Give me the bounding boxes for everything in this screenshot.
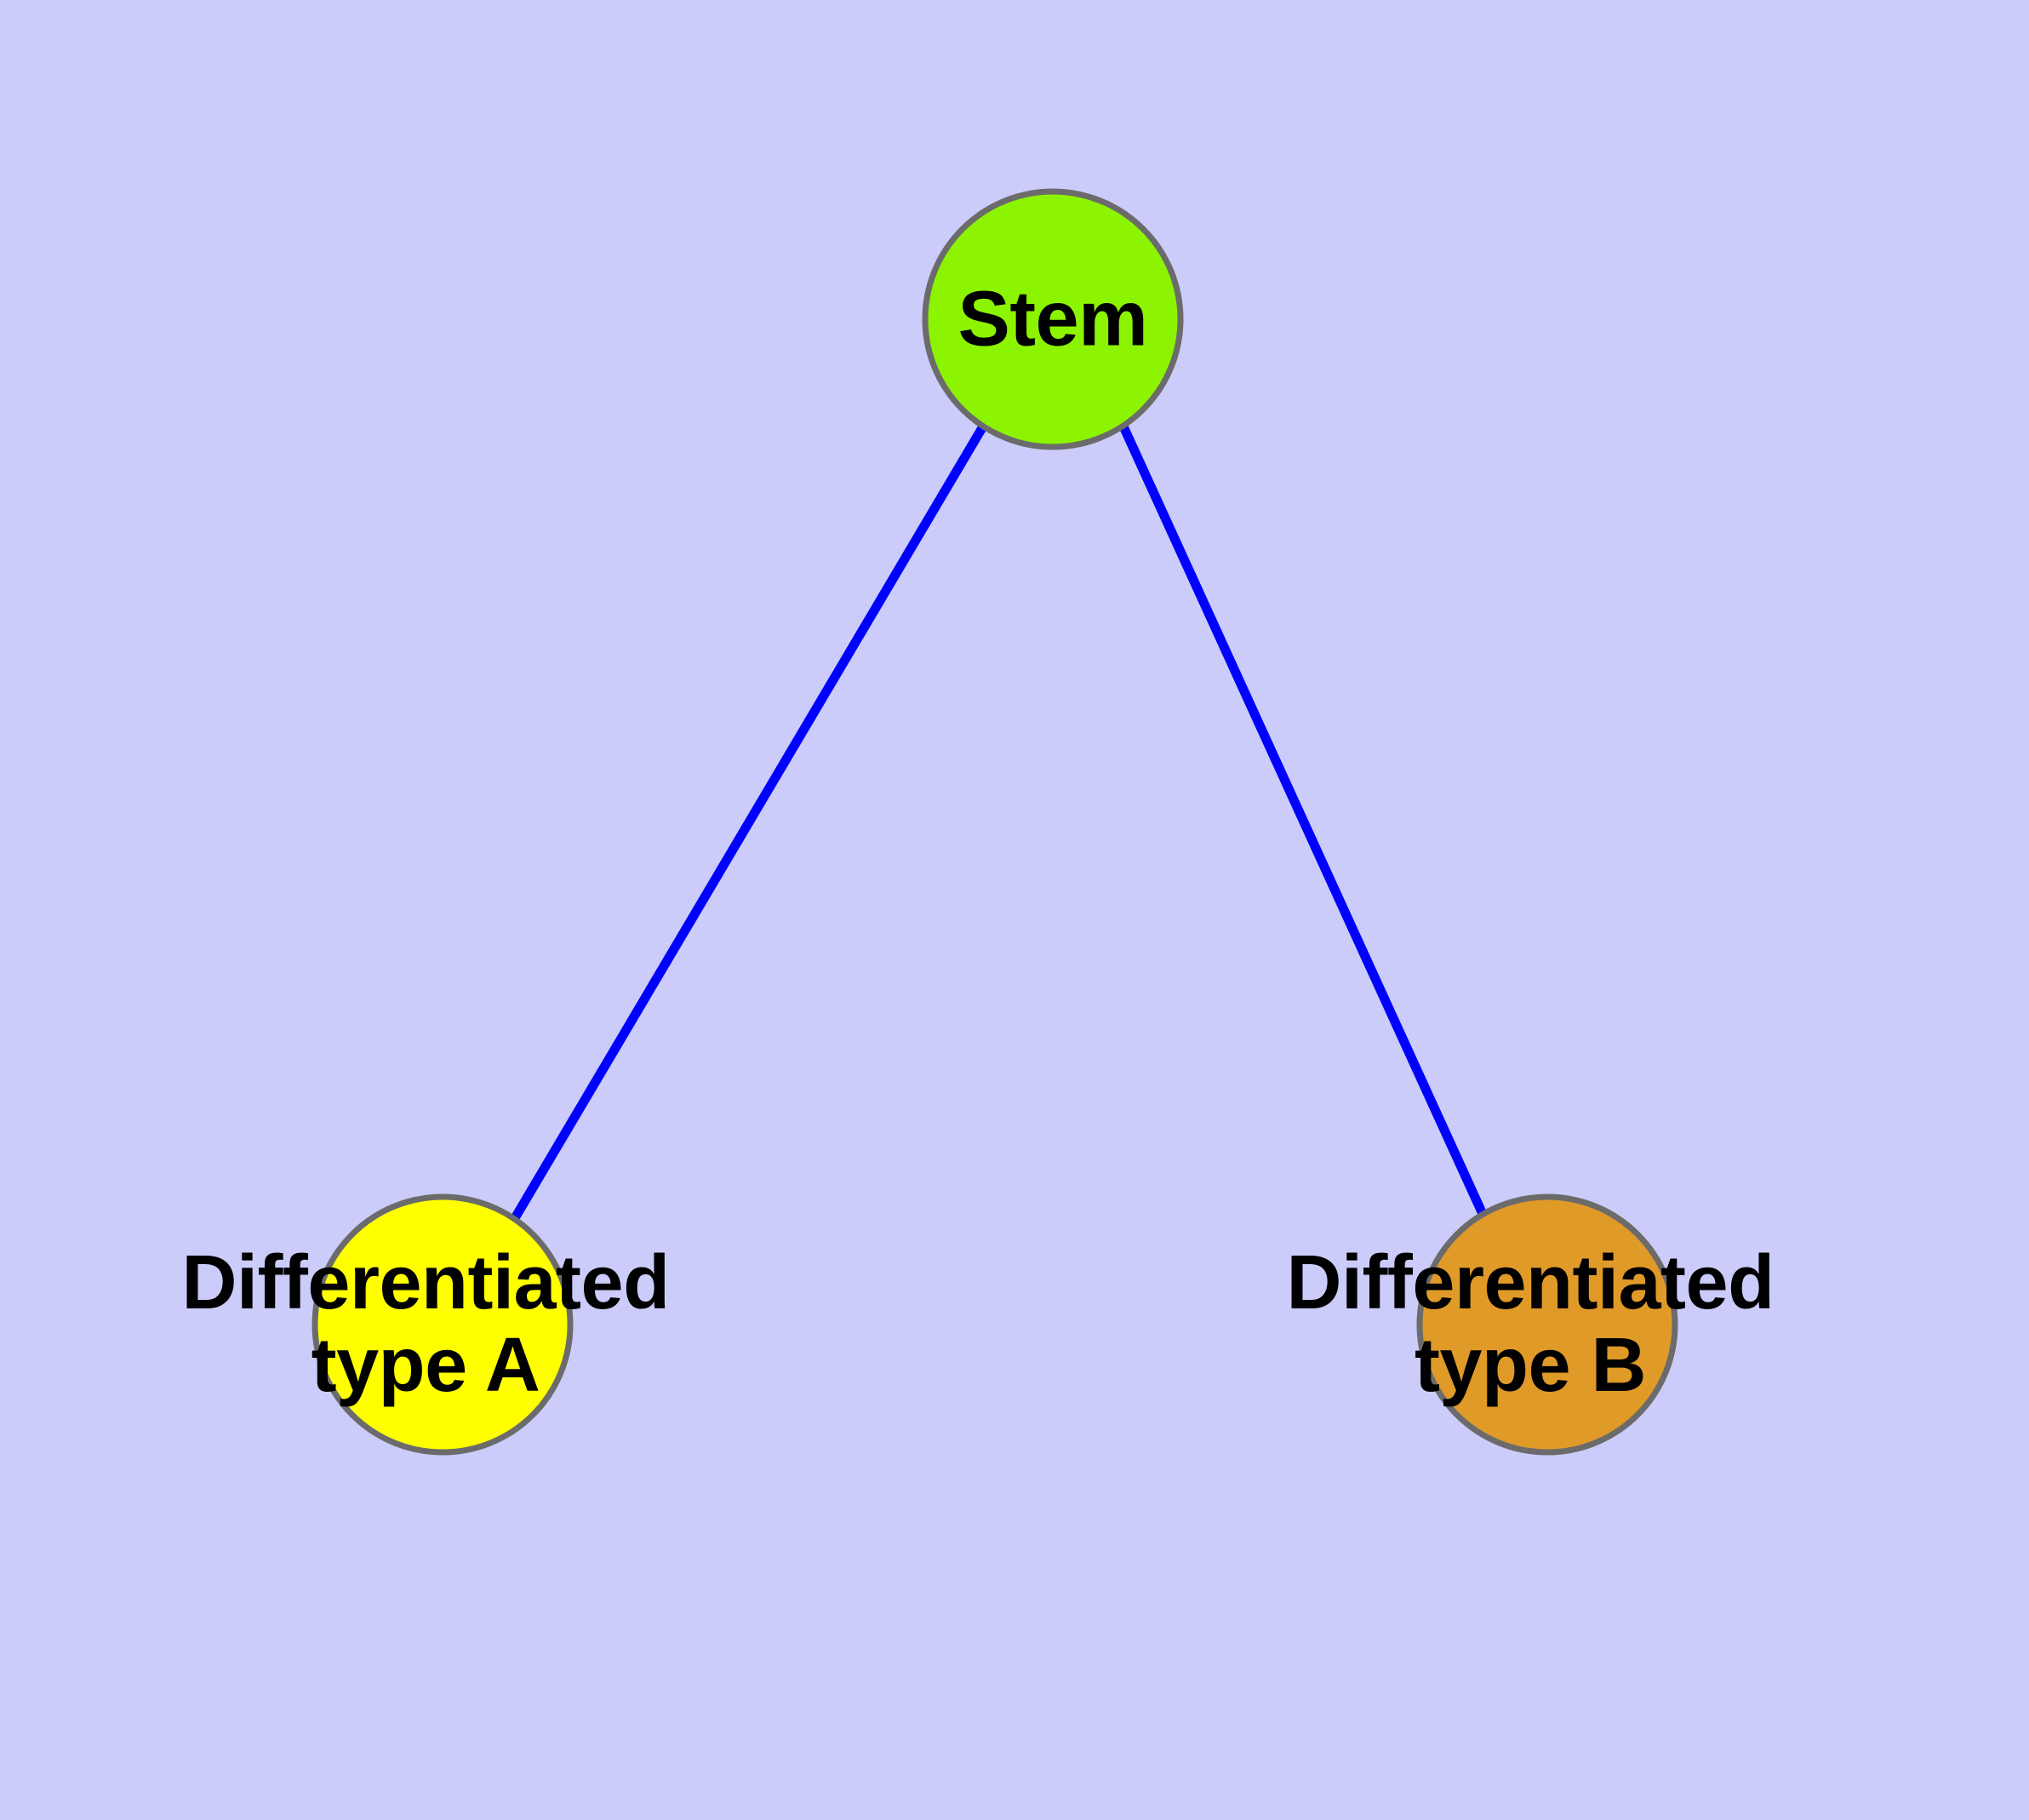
edge-stem-to-diff-a[interactable] [508,424,987,1225]
edge-stem-to-diff-b[interactable] [1118,424,1488,1216]
node-group [311,188,1678,1456]
edge-group [508,424,1488,1225]
node-diff-a-circle[interactable] [311,1193,574,1456]
node-stem-circle[interactable] [922,188,1184,450]
node-diff-b-circle[interactable] [1416,1193,1678,1456]
